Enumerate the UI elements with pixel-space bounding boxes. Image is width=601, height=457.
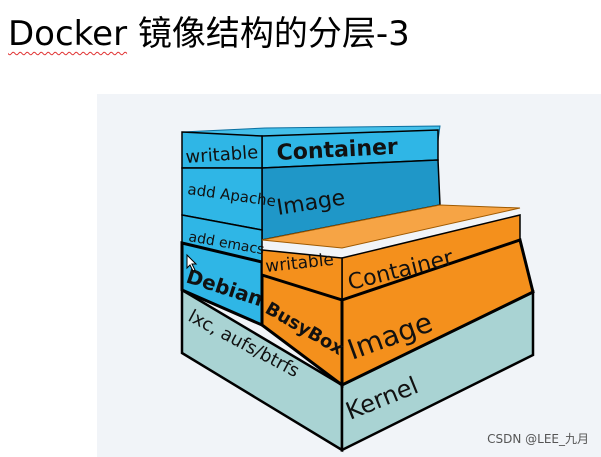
title-rest: 镜像结构的分层-3: [127, 14, 410, 54]
orange-image-front: [340, 238, 535, 388]
orange-top-face: [261, 204, 521, 249]
title-word-docker: Docker: [8, 14, 128, 54]
watermark: CSDN @LEE_九月: [487, 432, 589, 446]
slide-title: Docker 镜像结构的分层-3: [8, 6, 410, 54]
cursor-icon: [186, 253, 198, 272]
label-blue-writable: writable: [185, 142, 259, 168]
